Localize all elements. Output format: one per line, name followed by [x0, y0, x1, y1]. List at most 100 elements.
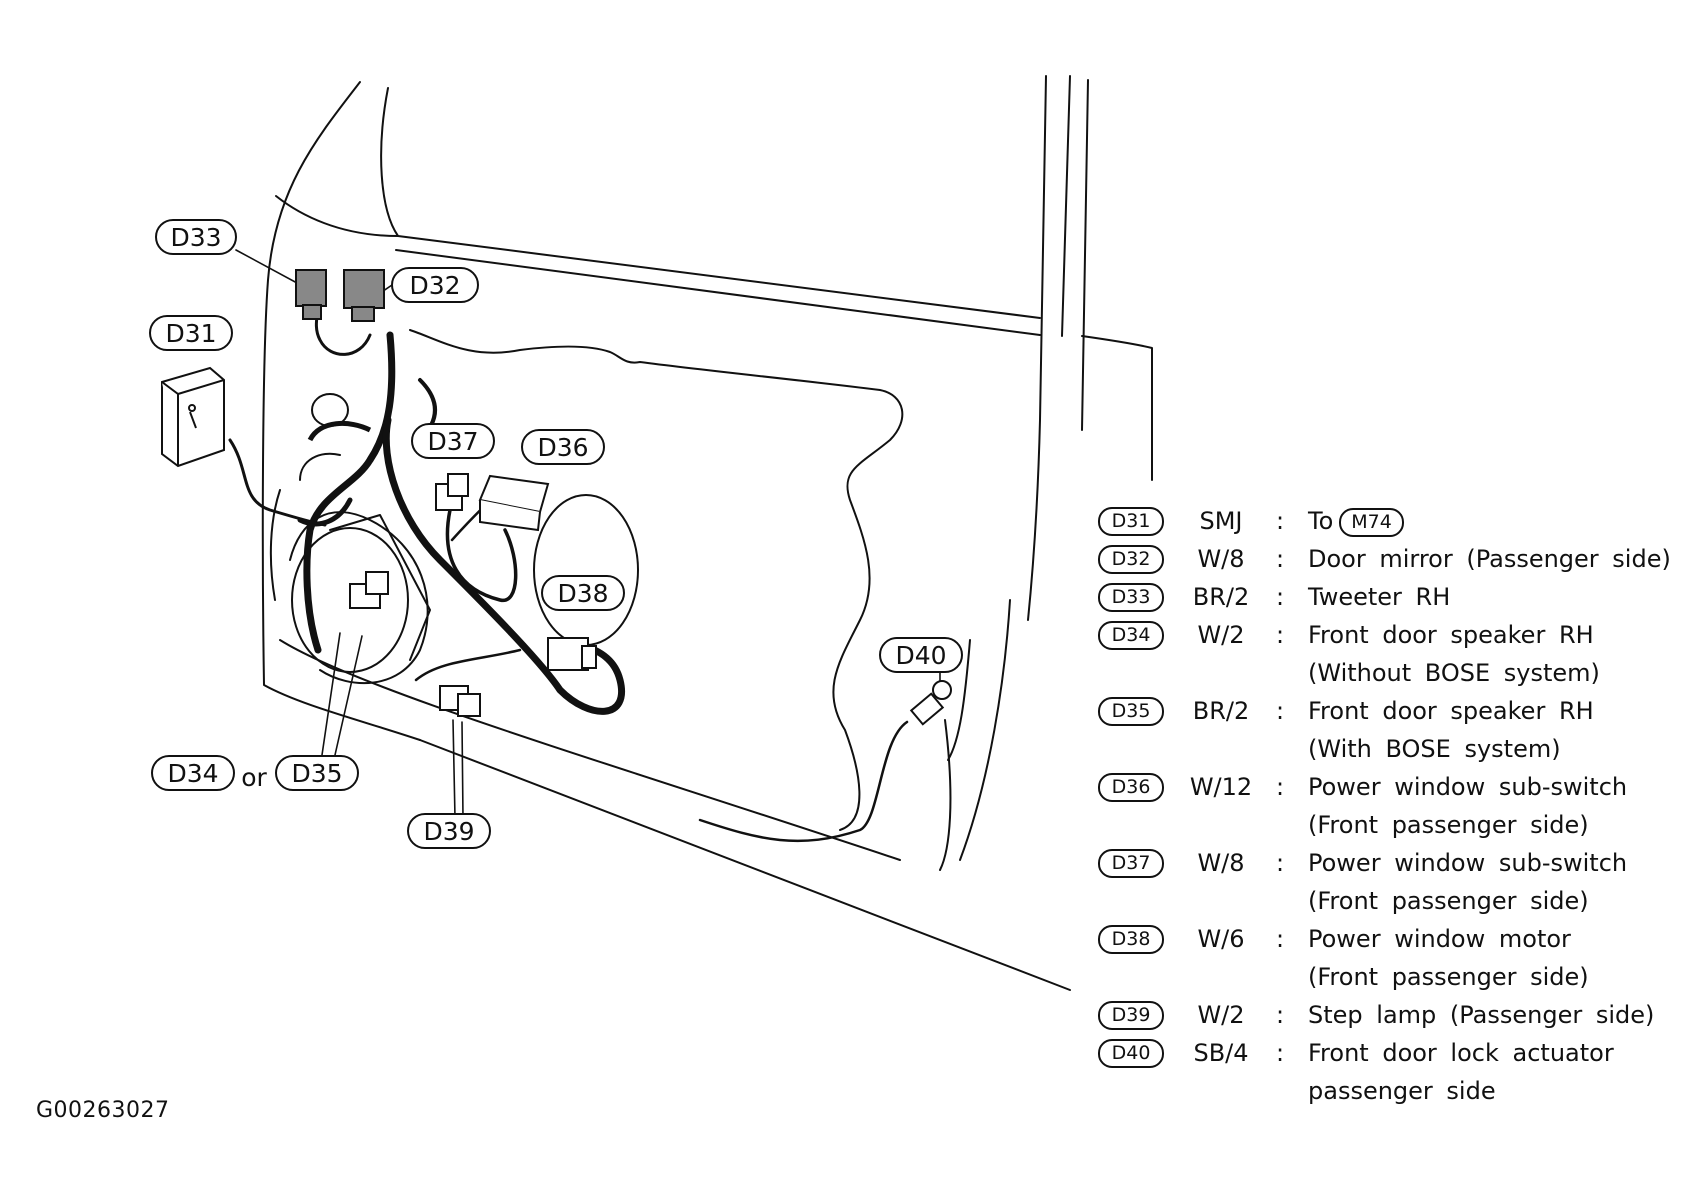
figure-id: G00263027: [36, 1098, 170, 1123]
legend-row-d36: D36 W/12 : Power window sub-switch: [1098, 768, 1688, 806]
legend-connector-badge: D40: [1098, 1039, 1164, 1068]
legend-colon: :: [1276, 583, 1285, 611]
svg-text:D36: D36: [537, 433, 588, 462]
legend-row-d37: D37 W/8 : Power window sub-switch: [1098, 844, 1688, 882]
legend-row-d35-cont: (With BOSE system): [1098, 730, 1688, 768]
legend-spec: W/12: [1189, 773, 1253, 801]
svg-text:D39: D39: [423, 817, 474, 846]
legend-desc: Power window sub-switch: [1308, 773, 1628, 801]
legend-spec: W/2: [1197, 1001, 1245, 1029]
legend-row-d34: D34 W/2 : Front door speaker RH: [1098, 616, 1688, 654]
legend-connector-badge: D31: [1098, 507, 1164, 536]
door-inner-panel: [299, 329, 904, 831]
legend-spec: BR/2: [1192, 697, 1250, 725]
grommet-icon: [307, 393, 372, 442]
legend-colon: :: [1276, 621, 1285, 649]
svg-text:D31: D31: [165, 319, 216, 348]
legend-connector-badge: D38: [1098, 925, 1164, 954]
svg-text:D35: D35: [291, 759, 342, 788]
legend-connector-badge: D39: [1098, 1001, 1164, 1030]
legend-row-d33: D33 BR/2 : Tweeter RH: [1098, 578, 1688, 616]
leader-lines: [235, 249, 941, 819]
svg-text:D34: D34: [167, 759, 218, 788]
connector-d31-icon: [161, 366, 225, 468]
speaker-illustration: [269, 489, 431, 685]
svg-text:D37: D37: [427, 427, 478, 456]
connector-d34-d35-icon: [349, 571, 389, 609]
callout-d36: D36: [521, 429, 605, 465]
legend-row-d32: D32 W/8 : Door mirror (Passenger side): [1098, 540, 1688, 578]
legend-spec: W/6: [1197, 925, 1245, 953]
callout-d31: D31: [149, 315, 233, 351]
legend-connector-badge: D32: [1098, 545, 1164, 574]
callout-d40: D40: [879, 637, 963, 673]
callout-d39: D39: [407, 813, 491, 849]
callout-d35: D35: [275, 755, 359, 791]
legend-colon: :: [1276, 545, 1285, 573]
legend-desc: Step lamp (Passenger side): [1308, 1001, 1655, 1029]
legend-spec: BR/2: [1192, 583, 1250, 611]
legend-spec: W/8: [1197, 849, 1245, 877]
legend-ref-badge: M74: [1339, 507, 1404, 537]
callout-labels: D33 D32 D31 D37 D36 D38 D40 D34: [149, 219, 963, 849]
connector-d33-icon: [295, 269, 327, 320]
legend-row-d35: D35 BR/2 : Front door speaker RH: [1098, 692, 1688, 730]
callout-d33: D33: [155, 219, 237, 255]
svg-text:D33: D33: [170, 223, 221, 252]
callout-d32: D32: [391, 267, 479, 303]
wire-harness: [228, 298, 909, 843]
legend-desc: Front door speaker RH: [1308, 697, 1594, 725]
legend-row-d40-cont: passenger side: [1098, 1072, 1688, 1110]
legend-colon: :: [1276, 1039, 1285, 1067]
legend-row-d34-cont: (Without BOSE system): [1098, 654, 1688, 692]
legend-row-d39: D39 W/2 : Step lamp (Passenger side): [1098, 996, 1688, 1034]
svg-text:D38: D38: [557, 579, 608, 608]
svg-text:D40: D40: [895, 641, 946, 670]
legend-desc-cont: (Without BOSE system): [1308, 659, 1600, 687]
door-frame: [261, 75, 1153, 991]
legend-desc: Power window motor: [1308, 925, 1571, 953]
legend-desc: Front door lock actuator: [1308, 1039, 1614, 1067]
legend-desc-cont: (Front passenger side): [1308, 811, 1589, 839]
legend-row-d38: D38 W/6 : Power window motor: [1098, 920, 1688, 958]
legend-desc: Tweeter RH: [1308, 583, 1451, 611]
connector-d32-icon: [343, 269, 385, 322]
connector-d39-icon: [439, 685, 481, 717]
svg-text:D32: D32: [409, 271, 460, 300]
legend-connector-badge: D34: [1098, 621, 1164, 650]
legend-row-d37-cont: (Front passenger side): [1098, 882, 1688, 920]
legend-desc-cont: (With BOSE system): [1308, 735, 1561, 763]
legend-colon: :: [1276, 1001, 1285, 1029]
callout-d34: D34: [151, 755, 235, 791]
legend-colon: :: [1276, 849, 1285, 877]
legend-desc: Power window sub-switch: [1308, 849, 1628, 877]
legend-colon: :: [1276, 925, 1285, 953]
callout-d37: D37: [411, 423, 495, 459]
window-motor-outline: [533, 494, 639, 646]
or-text: or: [241, 763, 267, 792]
legend-connector-badge: D35: [1098, 697, 1164, 726]
legend-row-d40: D40 SB/4 : Front door lock actuator: [1098, 1034, 1688, 1072]
callout-d38: D38: [541, 575, 625, 611]
legend-row-d36-cont: (Front passenger side): [1098, 806, 1688, 844]
legend-desc: Door mirror (Passenger side): [1308, 545, 1671, 573]
legend-spec: SMJ: [1199, 507, 1243, 535]
legend-desc: Front door speaker RH: [1308, 621, 1594, 649]
legend-spec: SB/4: [1193, 1039, 1249, 1067]
connector-d37-icon: [435, 473, 469, 511]
legend-desc-cont: (Front passenger side): [1308, 887, 1589, 915]
legend-colon: :: [1276, 697, 1285, 725]
connector-d40-icon: [909, 680, 952, 726]
legend-connector-badge: D37: [1098, 849, 1164, 878]
legend-spec: W/2: [1197, 621, 1245, 649]
legend-desc-cont: passenger side: [1308, 1077, 1496, 1105]
legend-connector-badge: D36: [1098, 773, 1164, 802]
connector-d38-icon: [547, 637, 597, 671]
legend-spec: W/8: [1197, 545, 1245, 573]
legend-colon: :: [1276, 773, 1285, 801]
legend-colon: :: [1276, 507, 1285, 535]
